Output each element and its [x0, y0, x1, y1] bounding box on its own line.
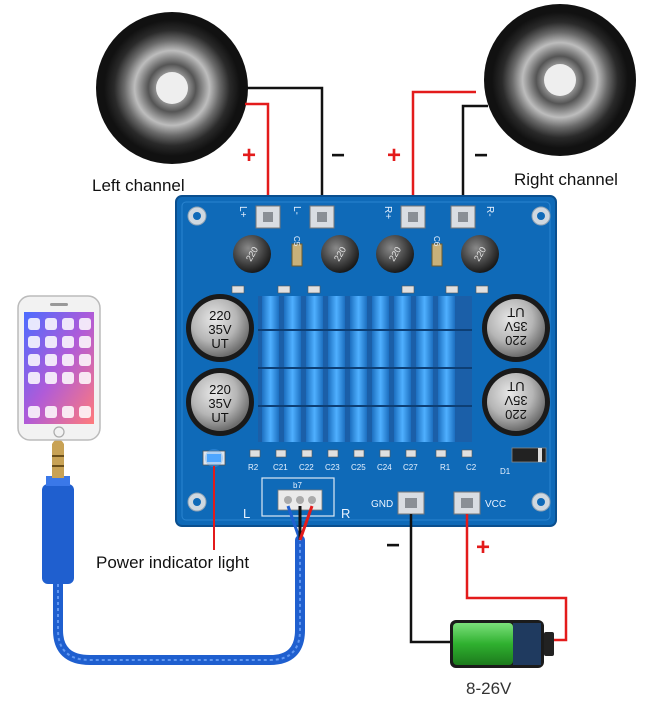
label-r1: R1	[440, 463, 451, 472]
right-speaker	[484, 4, 636, 156]
board-label-r: R	[341, 506, 350, 521]
power-indicator-label: Power indicator light	[96, 553, 250, 572]
cap1-line2: 35V	[208, 322, 231, 337]
cap3-line3: UT	[507, 305, 524, 320]
cap2-line1: 220	[209, 382, 231, 397]
diode-d1	[511, 447, 547, 463]
phone	[17, 295, 101, 441]
left-positive-wire	[245, 102, 270, 214]
label-c25: C25	[351, 463, 366, 472]
label-c23: C23	[325, 463, 340, 472]
label-c27: C27	[403, 463, 418, 472]
connector-label: b7	[293, 481, 302, 490]
terminal-label-vcc: VCC	[485, 499, 506, 510]
vcc-plus-sign: +	[476, 534, 491, 561]
terminal-label-l-minus: L-	[291, 206, 302, 215]
vcc-wire	[465, 514, 568, 642]
cap3-line1: 220	[505, 333, 527, 348]
battery	[450, 620, 554, 668]
cap2-line3: UT	[211, 410, 228, 425]
cap1-line1: 220	[209, 308, 231, 323]
label-d1: D1	[500, 467, 511, 476]
component-labels: R2 C21 C22 C23 C25 C24 C27 R1 C2 D1	[248, 463, 511, 476]
label-c22: C22	[299, 463, 314, 472]
right-negative-wire	[461, 104, 488, 214]
cap2-line2: 35V	[208, 396, 231, 411]
speaker-wires	[242, 86, 488, 214]
terminal-label-l-plus: L+	[237, 206, 248, 218]
voltage-label: 8-26V	[466, 679, 512, 698]
left-negative-wire	[242, 86, 324, 214]
capacitors	[186, 294, 550, 436]
amplifier-board: L+ L- R+ R- 220 220 220 220	[175, 195, 557, 527]
gnd-minus-sign: −	[386, 532, 401, 559]
right-positive-wire	[411, 90, 476, 214]
terminal-label-r-minus: R-	[484, 206, 495, 217]
cap1-line3: UT	[211, 336, 228, 351]
left-plus-sign: +	[242, 142, 257, 169]
input-connector	[261, 477, 335, 517]
left-minus-sign: −	[331, 142, 346, 169]
terminal-label-r-plus: R+	[382, 206, 393, 219]
cap4-line3: UT	[507, 379, 524, 394]
right-minus-sign: −	[474, 142, 489, 169]
left-channel-label: Left channel	[92, 176, 185, 195]
smd-row-top	[231, 285, 489, 294]
label-c2: C2	[466, 463, 477, 472]
label-c21: C21	[273, 463, 288, 472]
label-c5: C5	[292, 236, 301, 247]
audio-cable	[42, 439, 314, 665]
heatsink	[258, 296, 472, 442]
right-plus-sign: +	[387, 142, 402, 169]
smd-row-bottom	[249, 449, 473, 458]
terminal-label-gnd: GND	[371, 499, 393, 510]
left-speaker	[96, 12, 248, 164]
inductors	[233, 235, 499, 273]
power-indicator-led	[202, 449, 226, 467]
cap4-line2: 35V	[504, 393, 527, 408]
label-r2: R2	[248, 463, 259, 472]
gnd-wire	[409, 514, 452, 644]
right-channel-label: Right channel	[514, 170, 618, 189]
cap3-line2: 35V	[504, 319, 527, 334]
label-c6: C6	[432, 236, 441, 247]
cap4-line1: 220	[505, 407, 527, 422]
board-label-l: L	[243, 506, 250, 521]
label-c24: C24	[377, 463, 392, 472]
